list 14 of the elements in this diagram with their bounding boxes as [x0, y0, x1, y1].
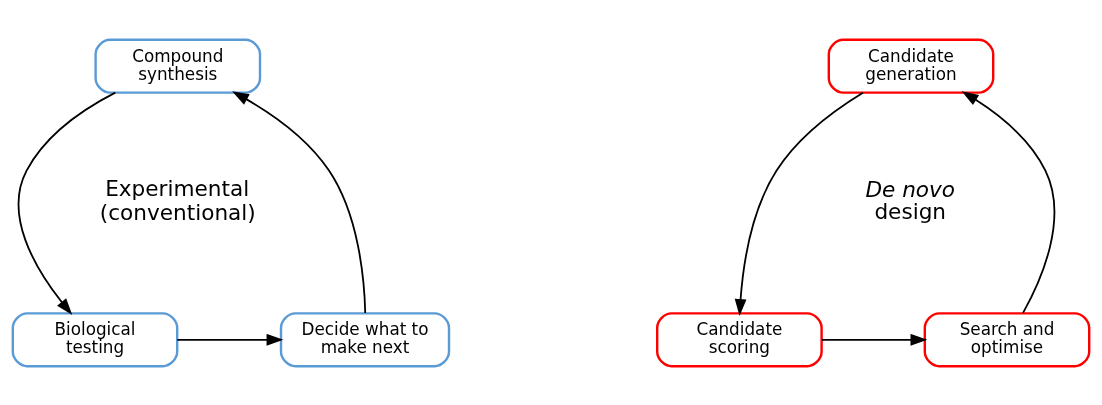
node-box: Biological testing: [11, 311, 179, 367]
arrow: [17, 91, 117, 315]
node-box: Search and optimise: [923, 311, 1091, 367]
arrow: [734, 91, 864, 316]
node-box: Candidate generation: [827, 38, 995, 94]
arrow: [176, 333, 284, 346]
node-box: Candidate scoring: [656, 311, 823, 367]
arrow: [232, 90, 367, 314]
label: Experimental (conventional): [99, 175, 256, 225]
node-box: Compound synthesis: [94, 38, 262, 94]
arrow: [821, 333, 928, 346]
label: De novo design: [865, 176, 956, 224]
node-box: Decide what to make next: [279, 311, 451, 367]
arrow: [961, 90, 1056, 314]
